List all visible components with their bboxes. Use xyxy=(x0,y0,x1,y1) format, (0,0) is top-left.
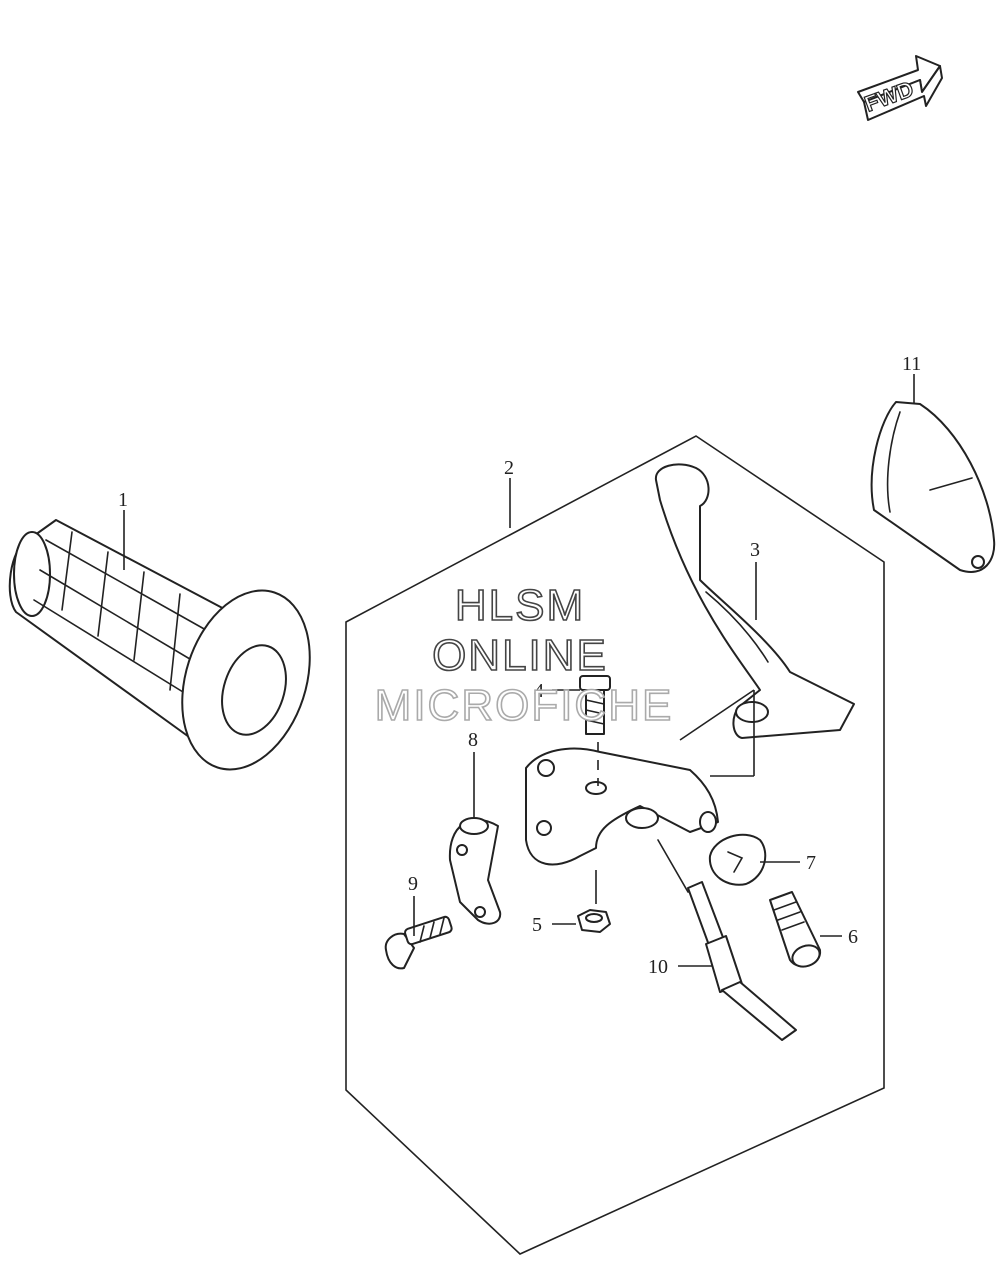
lock-nut-icon xyxy=(708,833,767,886)
clutch-lever-icon xyxy=(654,463,855,739)
lever-holder-icon xyxy=(525,747,719,866)
callout-10: 10 xyxy=(648,956,668,978)
callout-4: 4 xyxy=(534,680,544,702)
pivot-bolt-icon xyxy=(579,675,611,735)
callout-5: 5 xyxy=(532,914,542,936)
callout-7: 7 xyxy=(806,852,816,874)
callout-8: 8 xyxy=(468,729,478,751)
callout-9: 9 xyxy=(408,873,418,895)
kit-outline xyxy=(345,435,885,1255)
callout-3: 3 xyxy=(750,539,760,561)
callout-6: 6 xyxy=(848,926,858,948)
callout-11: 11 xyxy=(902,353,921,375)
watermark-line-1: HLSM xyxy=(455,581,585,630)
cable-adjuster-icon xyxy=(769,891,822,968)
fwd-arrow-icon: FWD xyxy=(857,55,943,121)
callout-1: 1 xyxy=(118,489,128,511)
watermark-line-3: MICROFICHE xyxy=(375,681,674,730)
clamp-icon xyxy=(448,817,502,925)
clutch-cable-icon xyxy=(657,839,797,1041)
nut-icon xyxy=(577,909,611,933)
clamp-bolt-icon xyxy=(384,915,453,970)
handlebar-grip-icon xyxy=(8,519,311,771)
callout-2: 2 xyxy=(504,457,514,479)
watermark-line-2: ONLINE xyxy=(432,631,608,680)
lever-cover-icon xyxy=(870,401,996,573)
